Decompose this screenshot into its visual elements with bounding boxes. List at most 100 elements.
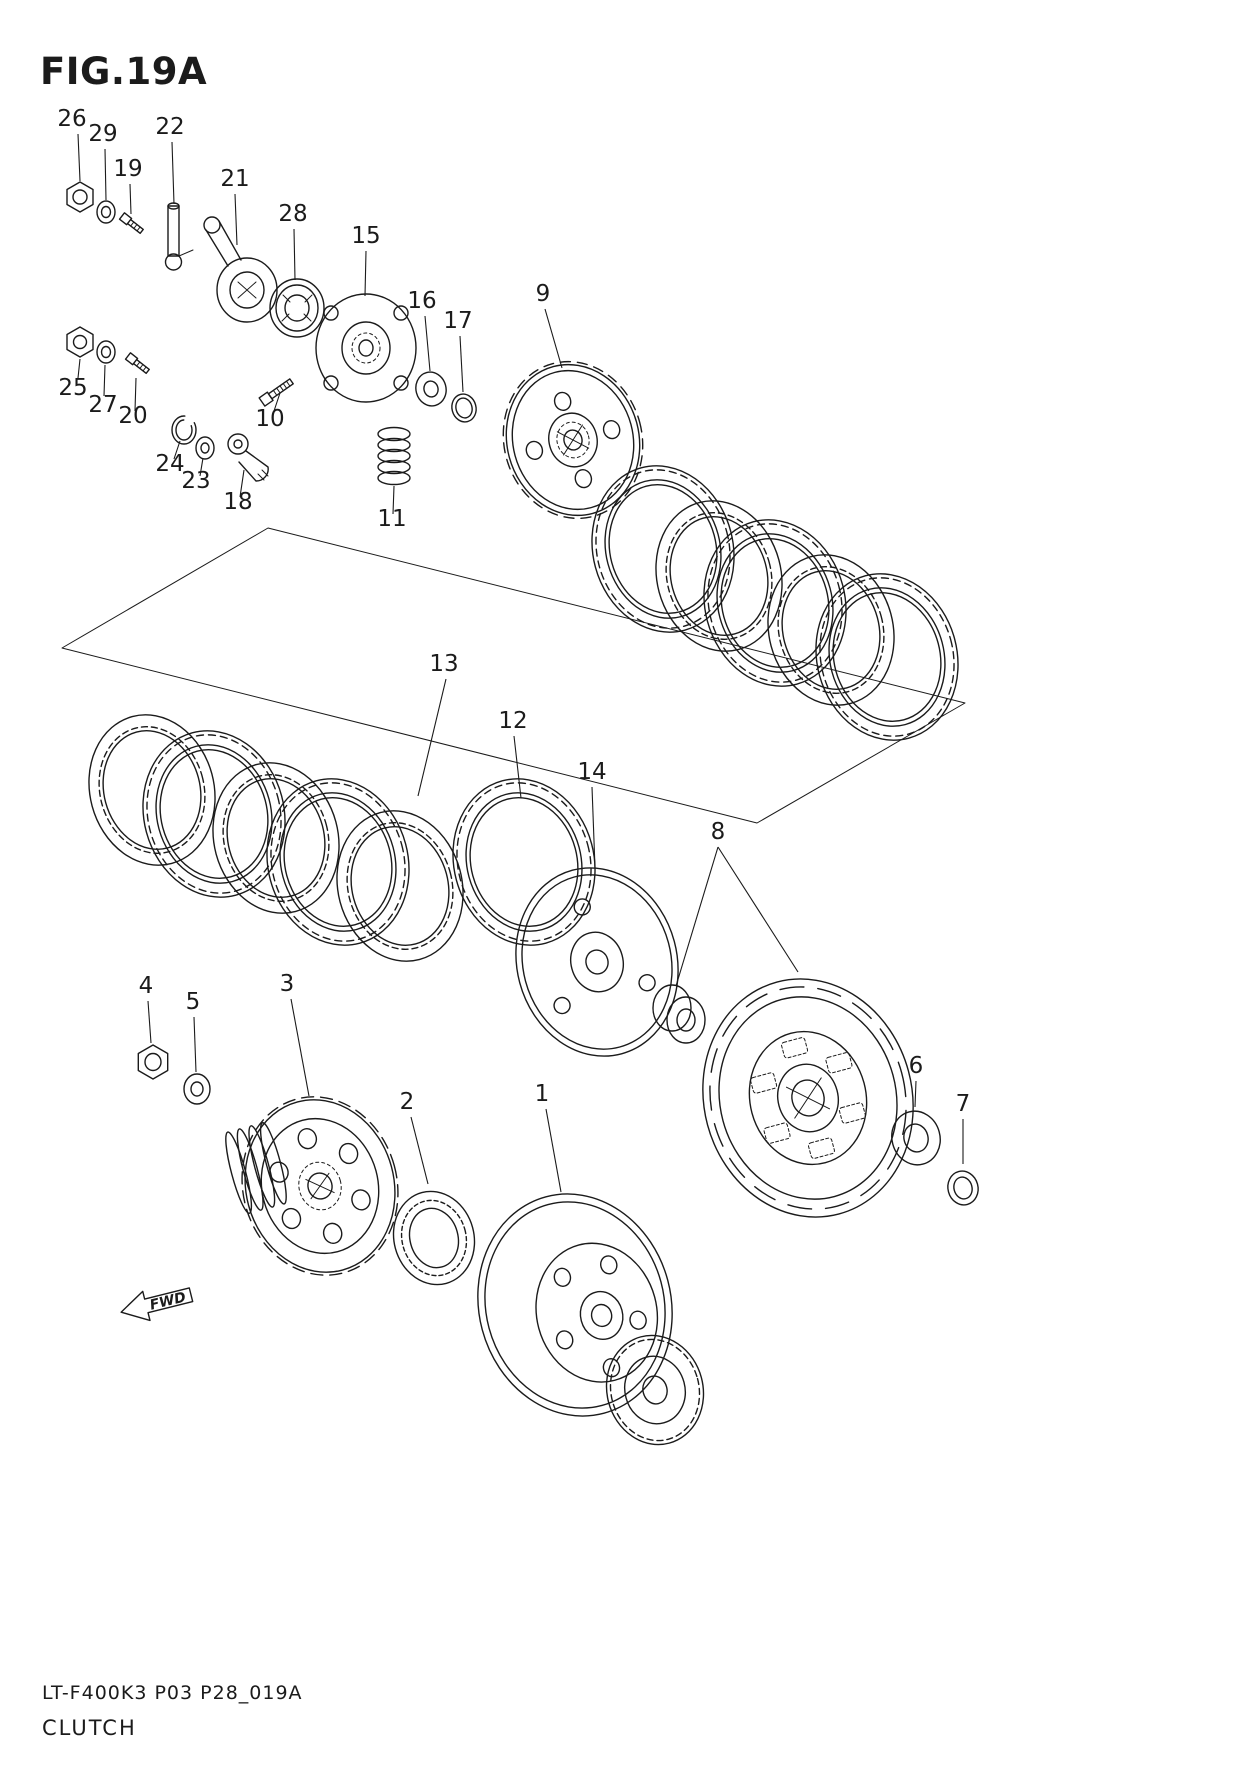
callout-leader-29 <box>104 148 107 201</box>
callout-leader-5 <box>193 1016 197 1073</box>
part-callout-14: 14 <box>577 759 606 785</box>
fwd-label: FWD <box>148 1289 187 1313</box>
part-callout-11: 11 <box>377 506 406 532</box>
callout-leader-11 <box>392 485 395 515</box>
part-callout-13: 13 <box>429 651 458 677</box>
part-callout-24: 24 <box>155 451 184 477</box>
part-callout-8: 8 <box>711 819 726 845</box>
part-8-spacer <box>652 984 706 1044</box>
part-24-snap-ring <box>171 415 197 445</box>
callout-leader-17 <box>459 335 464 393</box>
part-callout-18: 18 <box>223 489 252 515</box>
fwd-arrow-icon: FWD <box>120 1287 194 1322</box>
part-callout-23: 23 <box>181 468 210 494</box>
part-callout-3: 3 <box>280 971 295 997</box>
plate-group-outline <box>61 527 966 824</box>
friction-plate <box>591 465 735 633</box>
friction-plate <box>266 778 410 946</box>
callout-leader-20 <box>134 377 137 412</box>
friction-plate <box>815 573 959 741</box>
callout-leader-22 <box>171 141 175 205</box>
part-27-washer <box>96 340 116 364</box>
part-callout-19: 19 <box>113 156 142 182</box>
part-callout-12: 12 <box>498 708 527 734</box>
part-callout-15: 15 <box>351 223 380 249</box>
part-20-screw <box>124 352 150 375</box>
callout-leader-13 <box>417 678 447 797</box>
part-1-drum <box>477 1193 673 1417</box>
callout-leader-24 <box>173 440 181 460</box>
callout-leader-3 <box>290 998 310 1097</box>
part-22-release-shaft <box>164 202 194 271</box>
callout-leader-19 <box>129 183 132 215</box>
part-23-washer <box>195 436 215 460</box>
callout-leader-14 <box>591 786 596 869</box>
part-callout-20: 20 <box>118 403 147 429</box>
callout-leader-8 <box>717 846 799 973</box>
callout-leader-16 <box>424 315 431 372</box>
part-callout-22: 22 <box>155 114 184 140</box>
part-4-nut <box>137 1044 169 1080</box>
part-5-washer <box>183 1073 211 1105</box>
footer-figure-name: CLUTCH <box>42 1716 137 1740</box>
callout-leader-21 <box>234 193 238 246</box>
part-callout-28: 28 <box>278 201 307 227</box>
part-callout-21: 21 <box>220 166 249 192</box>
part-8-clutch-housing <box>702 978 914 1218</box>
callout-leader-10 <box>272 392 281 415</box>
part-callout-5: 5 <box>186 989 201 1015</box>
part-17-washer <box>451 393 477 423</box>
part-callout-7: 7 <box>956 1091 971 1117</box>
part-26-nut <box>66 181 94 213</box>
steel-plate <box>655 500 783 652</box>
callout-leader-4 <box>147 1000 152 1044</box>
part-2-one-way-clutch <box>392 1190 476 1286</box>
part-callout-26: 26 <box>57 106 86 132</box>
part-callout-4: 4 <box>139 973 154 999</box>
callout-leader-6 <box>914 1080 917 1108</box>
footer-part-code: LT-F400K3 P03 P28_019A <box>42 1682 303 1704</box>
steel-plate <box>767 554 895 706</box>
steel-plate <box>212 762 340 914</box>
part-10-bolt <box>258 378 294 407</box>
part-11-spring <box>377 426 411 486</box>
part-7-oring <box>947 1170 979 1206</box>
part-callout-17: 17 <box>443 308 472 334</box>
callout-leader-23 <box>199 457 204 477</box>
friction-plate <box>142 730 286 898</box>
part-12-friction-plate <box>452 778 596 946</box>
callout-leader-12 <box>513 735 522 799</box>
steel-plate <box>88 714 216 866</box>
callout-leader-9 <box>544 308 563 369</box>
callout-leader-25 <box>77 358 81 379</box>
part-28-bearing <box>269 278 325 338</box>
part-callout-27: 27 <box>88 392 117 418</box>
part-14-pressure-plate <box>515 867 679 1057</box>
callout-leader-27 <box>103 364 106 397</box>
part-callout-6: 6 <box>909 1053 924 1079</box>
part-9-sleeve-hub <box>502 360 644 520</box>
part-callout-16: 16 <box>407 288 436 314</box>
part-16-washer <box>415 371 447 407</box>
part-29-washer <box>96 200 116 224</box>
callout-leader-28 <box>293 228 296 281</box>
part-15-lifter-plate <box>315 293 417 403</box>
part-callout-2: 2 <box>400 1089 415 1115</box>
callout-leader-8 <box>675 846 719 987</box>
part-1-primary-gear <box>605 1334 705 1446</box>
friction-plate <box>703 519 847 687</box>
callout-layer: 1234567891011121314151617181920212223242… <box>57 106 971 1193</box>
part-3-hub <box>241 1096 399 1276</box>
callout-leader-15 <box>364 250 367 297</box>
callout-leader-2 <box>410 1116 429 1185</box>
callout-leader-1 <box>545 1108 562 1193</box>
part-19-screw <box>118 212 144 235</box>
figure-title: FIG.19A <box>40 50 208 93</box>
part-callout-1: 1 <box>535 1081 550 1107</box>
part-6-washer <box>891 1110 941 1166</box>
part-21-release-housing <box>203 216 278 323</box>
steel-plate <box>336 810 464 962</box>
part-callout-25: 25 <box>58 375 87 401</box>
